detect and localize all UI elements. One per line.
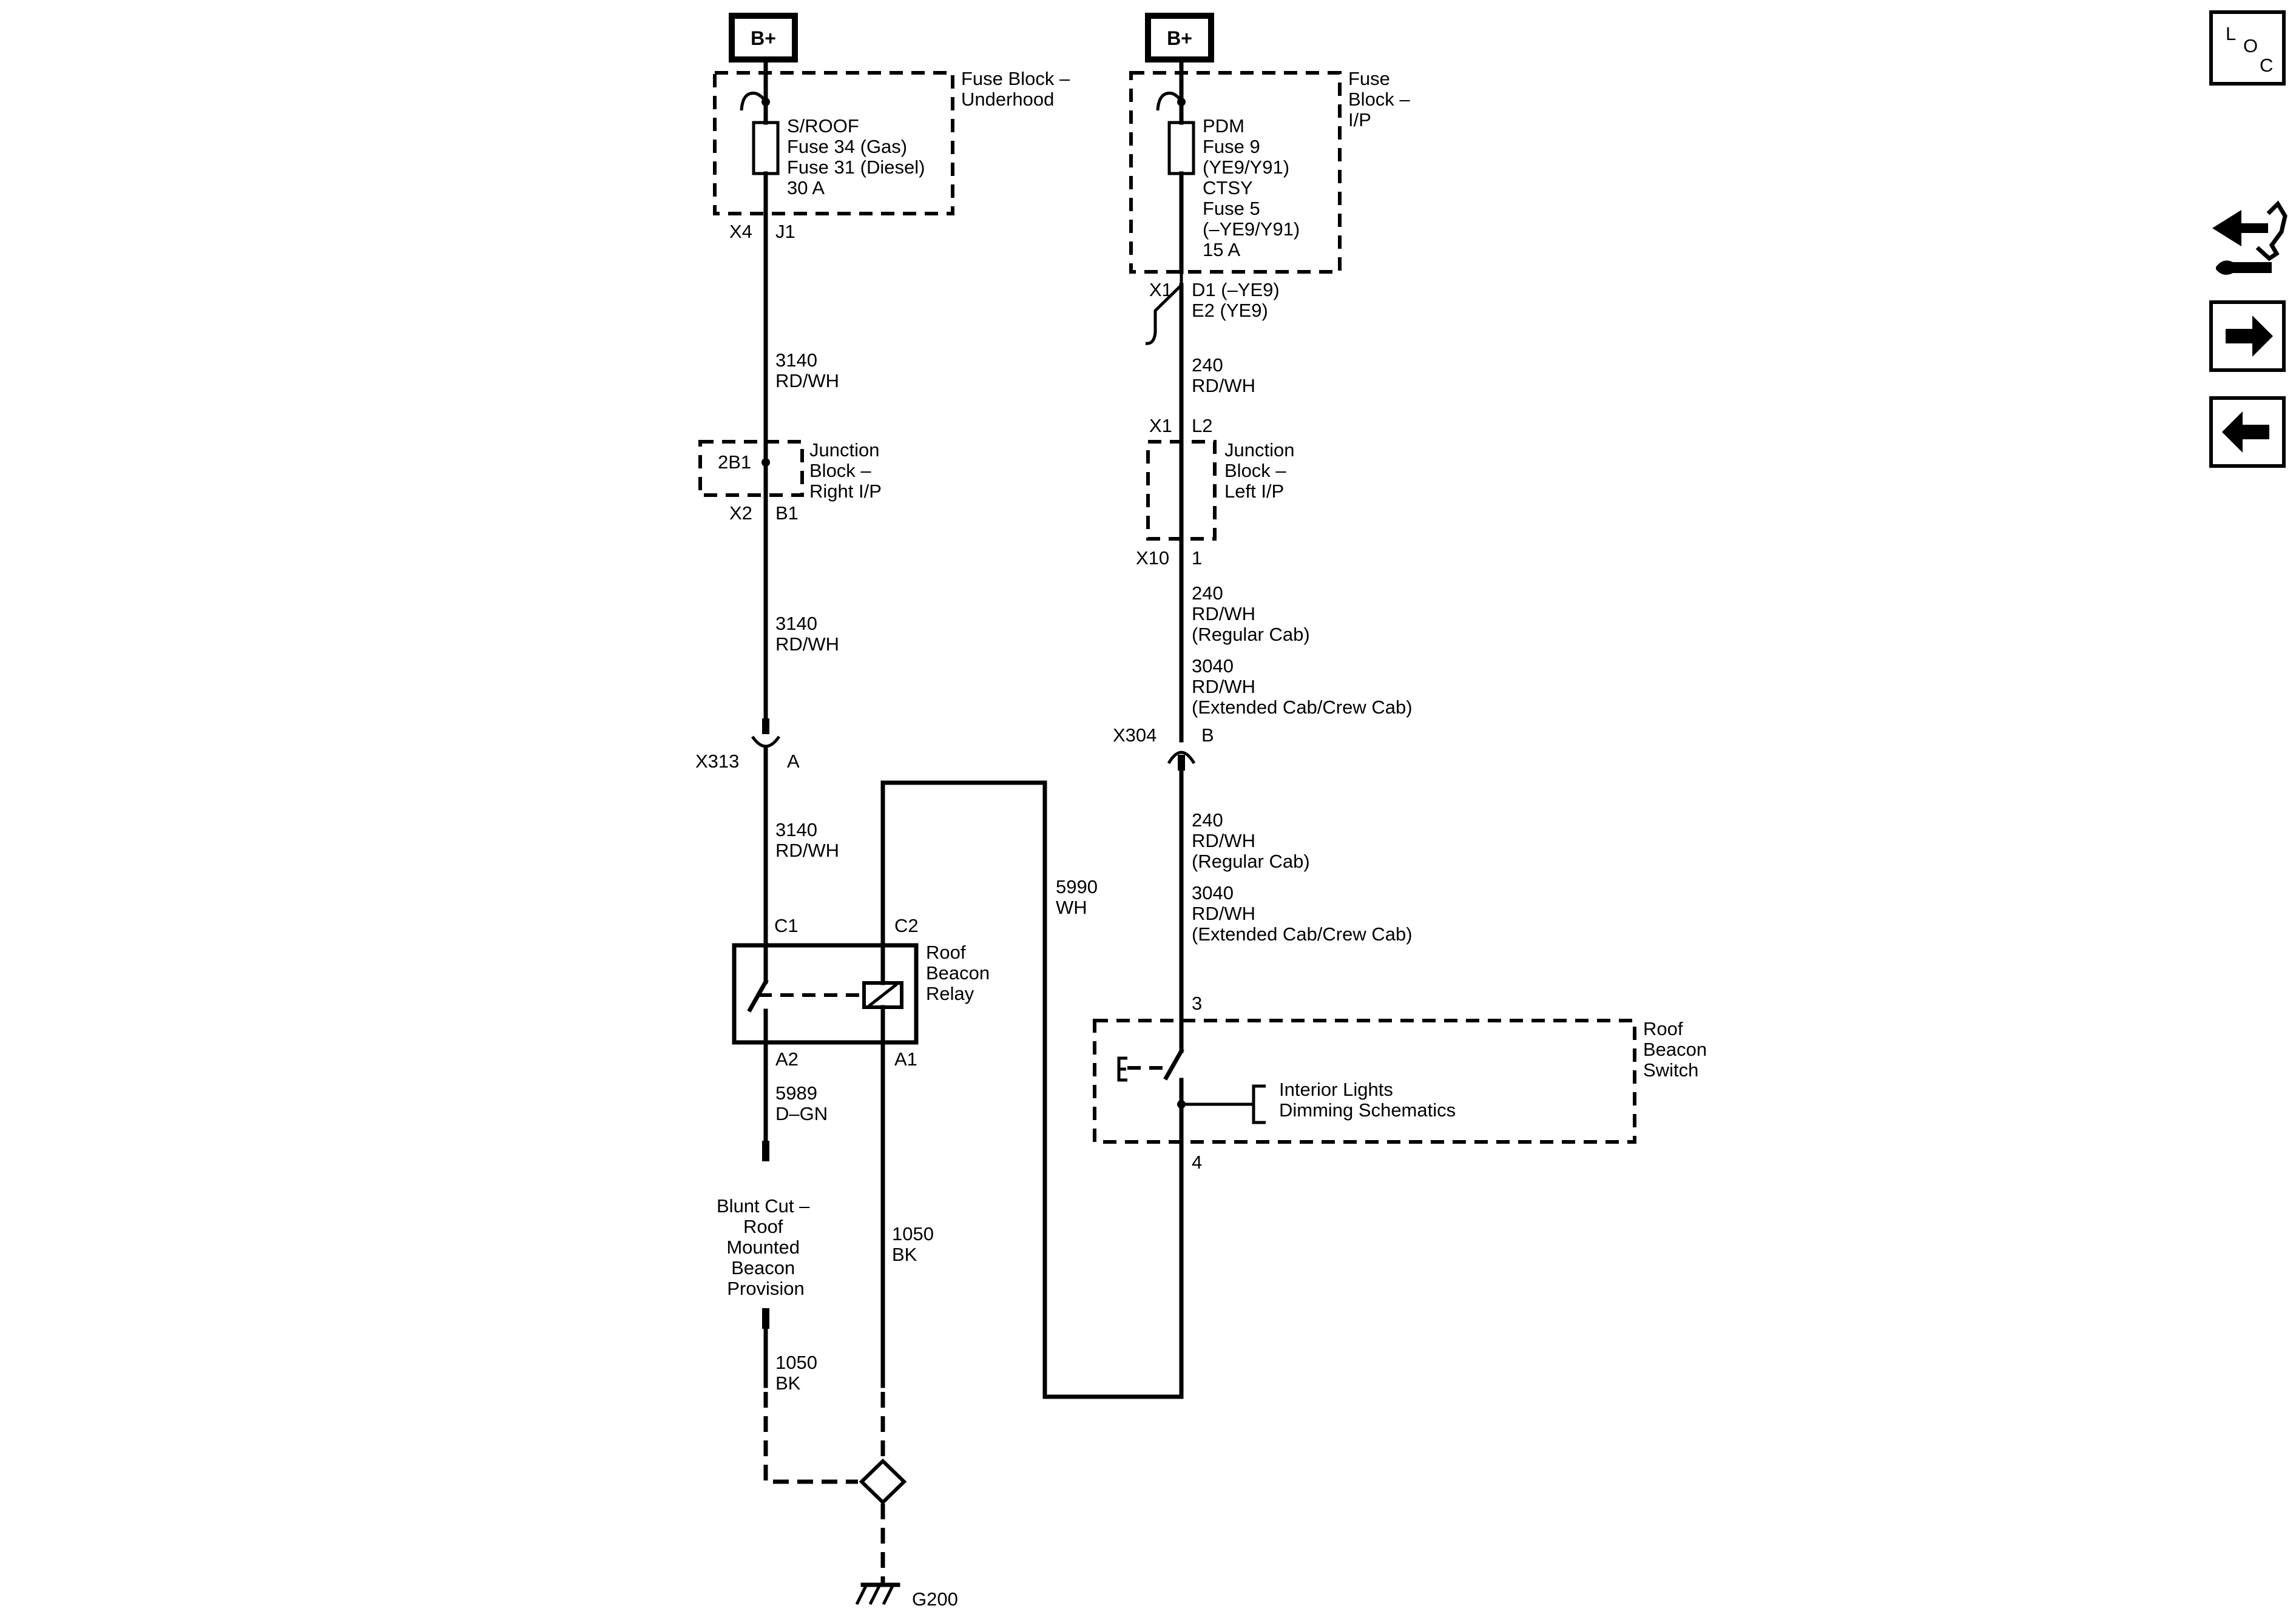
- fuse-pdm-label: PDM Fuse 9 (YE9/Y91) CTSY Fuse 5 (–YE9/Y…: [1203, 115, 1305, 260]
- fuse-block-ip: [1129, 71, 1342, 274]
- dimming-schematics-ref[interactable]: Interior Lights Dimming Schematics: [1279, 1079, 1456, 1121]
- pin-b: B: [1201, 724, 1214, 746]
- pins-d1-e2: D1 (–YE9) E2 (YE9): [1192, 279, 1285, 321]
- connector-x2: X2: [729, 502, 752, 524]
- blunt-cut-label: Blunt Cut – Roof Mounted Beacon Provisio…: [717, 1195, 815, 1299]
- fuse-block-underhood-label: Fuse Block – Underhood: [961, 68, 1075, 110]
- fuse-block-underhood: [713, 71, 954, 215]
- junction-block-right-label: Junction Block – Right I/P: [809, 439, 885, 502]
- roof-beacon-switch: [1093, 1019, 1636, 1144]
- bplus-label-right: B+: [1167, 27, 1192, 49]
- junction-block-left-label: Junction Block – Left I/P: [1224, 439, 1300, 502]
- nav-panel: L O C: [2209, 10, 2288, 468]
- jb-right-inner-label: 2B1: [718, 451, 751, 473]
- wire-240-label-a: 240 RD/WH: [1192, 354, 1255, 396]
- wire-1050-blunt-label: 1050 BK: [775, 1352, 823, 1394]
- pin-l2: L2: [1192, 415, 1212, 436]
- dimming-ref-bracket: [1252, 1084, 1266, 1124]
- ground-g200-label: G200: [912, 1588, 958, 1610]
- wire-5990-label: 5990 WH: [1056, 876, 1103, 918]
- wire-3140-label-a: 3140 RD/WH: [775, 349, 839, 391]
- roof-beacon-switch-label: Roof Beacon Switch: [1643, 1018, 1712, 1081]
- left-circuit: B+ Fuse Block – Underhood S/ROOF Fuse 34…: [695, 13, 1184, 1610]
- pin-a: A: [787, 751, 800, 772]
- svg-text:L: L: [2226, 23, 2236, 44]
- option-break-wire: [1145, 272, 1183, 345]
- component-connector-icon[interactable]: [2212, 200, 2288, 275]
- svg-text:O: O: [2243, 35, 2258, 56]
- wire-3140-label-c: 3140 RD/WH: [775, 819, 839, 861]
- wire-5989-label: 5989 D–GN: [775, 1082, 828, 1124]
- fuse-element-right: [1167, 121, 1195, 175]
- fuse-element-left: [752, 121, 780, 175]
- connector-x313: X313: [695, 751, 739, 772]
- wire-1050-blunt-dashed: [763, 1392, 858, 1484]
- splice-diamond-icon: [859, 1458, 907, 1505]
- x304-pin: [1178, 755, 1185, 771]
- svg-text:C: C: [2260, 55, 2273, 76]
- connector-x10: X10: [1136, 547, 1169, 569]
- x313-pin: [762, 718, 769, 734]
- right-circuit: B+ Fuse Block – I/P PDM Fuse 9 (YE9/Y91)…: [1093, 13, 1712, 1173]
- x304-socket: [1167, 751, 1196, 765]
- connector-x1-top: X1: [1149, 279, 1172, 300]
- pin-a2: A2: [775, 1048, 799, 1070]
- x313-socket: [751, 735, 781, 748]
- switch-blade: [1163, 1048, 1184, 1081]
- wire-5990: [880, 780, 1184, 1399]
- fuse-sroof-label: S/ROOF Fuse 34 (Gas) Fuse 31 (Diesel) 30…: [787, 115, 930, 198]
- pin-c2: C2: [894, 915, 919, 936]
- ground-icon: [855, 1582, 900, 1605]
- arrow-right-icon[interactable]: [2209, 300, 2286, 372]
- pin-a1: A1: [894, 1048, 917, 1070]
- wire-3140-label-b: 3140 RD/WH: [775, 613, 839, 655]
- bplus-label-left: B+: [751, 27, 776, 49]
- pin-j1: J1: [775, 221, 795, 242]
- wire-upper-label: 240 RD/WH (Regular Cab) 3040 RD/WH (Exte…: [1192, 582, 1413, 718]
- junction-block-right-ip: [698, 440, 804, 497]
- pin-3: 3: [1192, 993, 1202, 1014]
- wire-1050-relay-label: 1050 BK: [892, 1223, 939, 1265]
- roof-beacon-relay-label: Roof Beacon Relay: [926, 942, 995, 1004]
- wire-lower-label: 240 RD/WH (Regular Cab) 3040 RD/WH (Exte…: [1192, 809, 1413, 945]
- connector-x304: X304: [1113, 724, 1156, 746]
- arrow-left-icon[interactable]: [2209, 396, 2286, 468]
- bplus-box-left: [729, 13, 798, 62]
- connector-x4: X4: [729, 221, 752, 242]
- pin-b1: B1: [775, 502, 799, 524]
- pin-c1: C1: [774, 915, 799, 936]
- pin-1: 1: [1192, 547, 1202, 569]
- relay-contact-blade: [747, 979, 769, 1013]
- relay-coil-slash: [868, 983, 898, 1007]
- pin-4: 4: [1192, 1152, 1202, 1173]
- wire-5989-stub: [762, 1141, 769, 1161]
- loc-icon[interactable]: L O C: [2209, 10, 2286, 86]
- connector-x1-jb: X1: [1149, 415, 1172, 436]
- fuse-block-ip-label: Fuse Block – I/P: [1348, 68, 1415, 130]
